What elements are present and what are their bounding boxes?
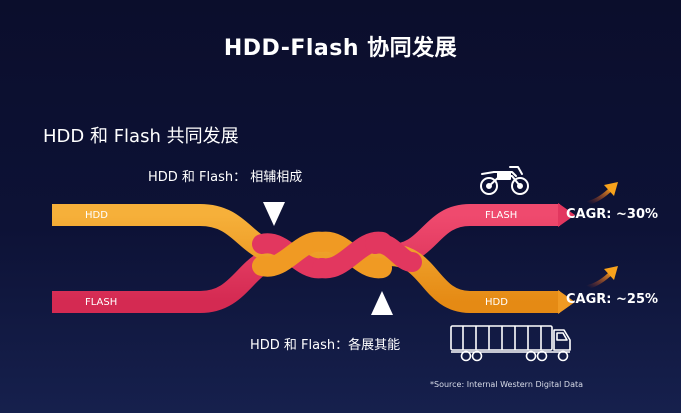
growth-arrow-icon-hdd xyxy=(586,266,618,289)
section-subtitle: HDD 和 Flash 共同发展 xyxy=(43,126,239,147)
hdd-band-arrowhead xyxy=(558,290,575,314)
pointer-arrow-icon-bottom xyxy=(371,291,393,315)
band-label-flash-left: FLASH xyxy=(85,297,118,308)
complementary-note: HDD 和 Flash： 相辅相成 xyxy=(148,170,303,185)
truck-icon xyxy=(450,325,571,362)
source-note: *Source: Internal Western Digital Data xyxy=(430,380,584,389)
braid-twist xyxy=(252,231,422,279)
flash-band-arrowhead xyxy=(558,203,575,227)
page-title: HDD-Flash 协同发展 xyxy=(223,36,458,61)
band-label-hdd-left: HDD xyxy=(85,210,108,221)
cagr-hdd-label: CAGR: ~25% xyxy=(566,292,659,307)
cagr-flash-label: CAGR: ~30% xyxy=(566,207,659,222)
band-label-hdd-right: HDD xyxy=(485,297,508,308)
pointer-arrow-icon-top xyxy=(263,202,285,226)
motorcycle-icon xyxy=(480,166,529,195)
growth-arrow-icon-flash xyxy=(586,182,618,205)
distinct-strengths-note: HDD 和 Flash：各展其能 xyxy=(250,338,401,353)
band-label-flash-right: FLASH xyxy=(485,210,518,221)
